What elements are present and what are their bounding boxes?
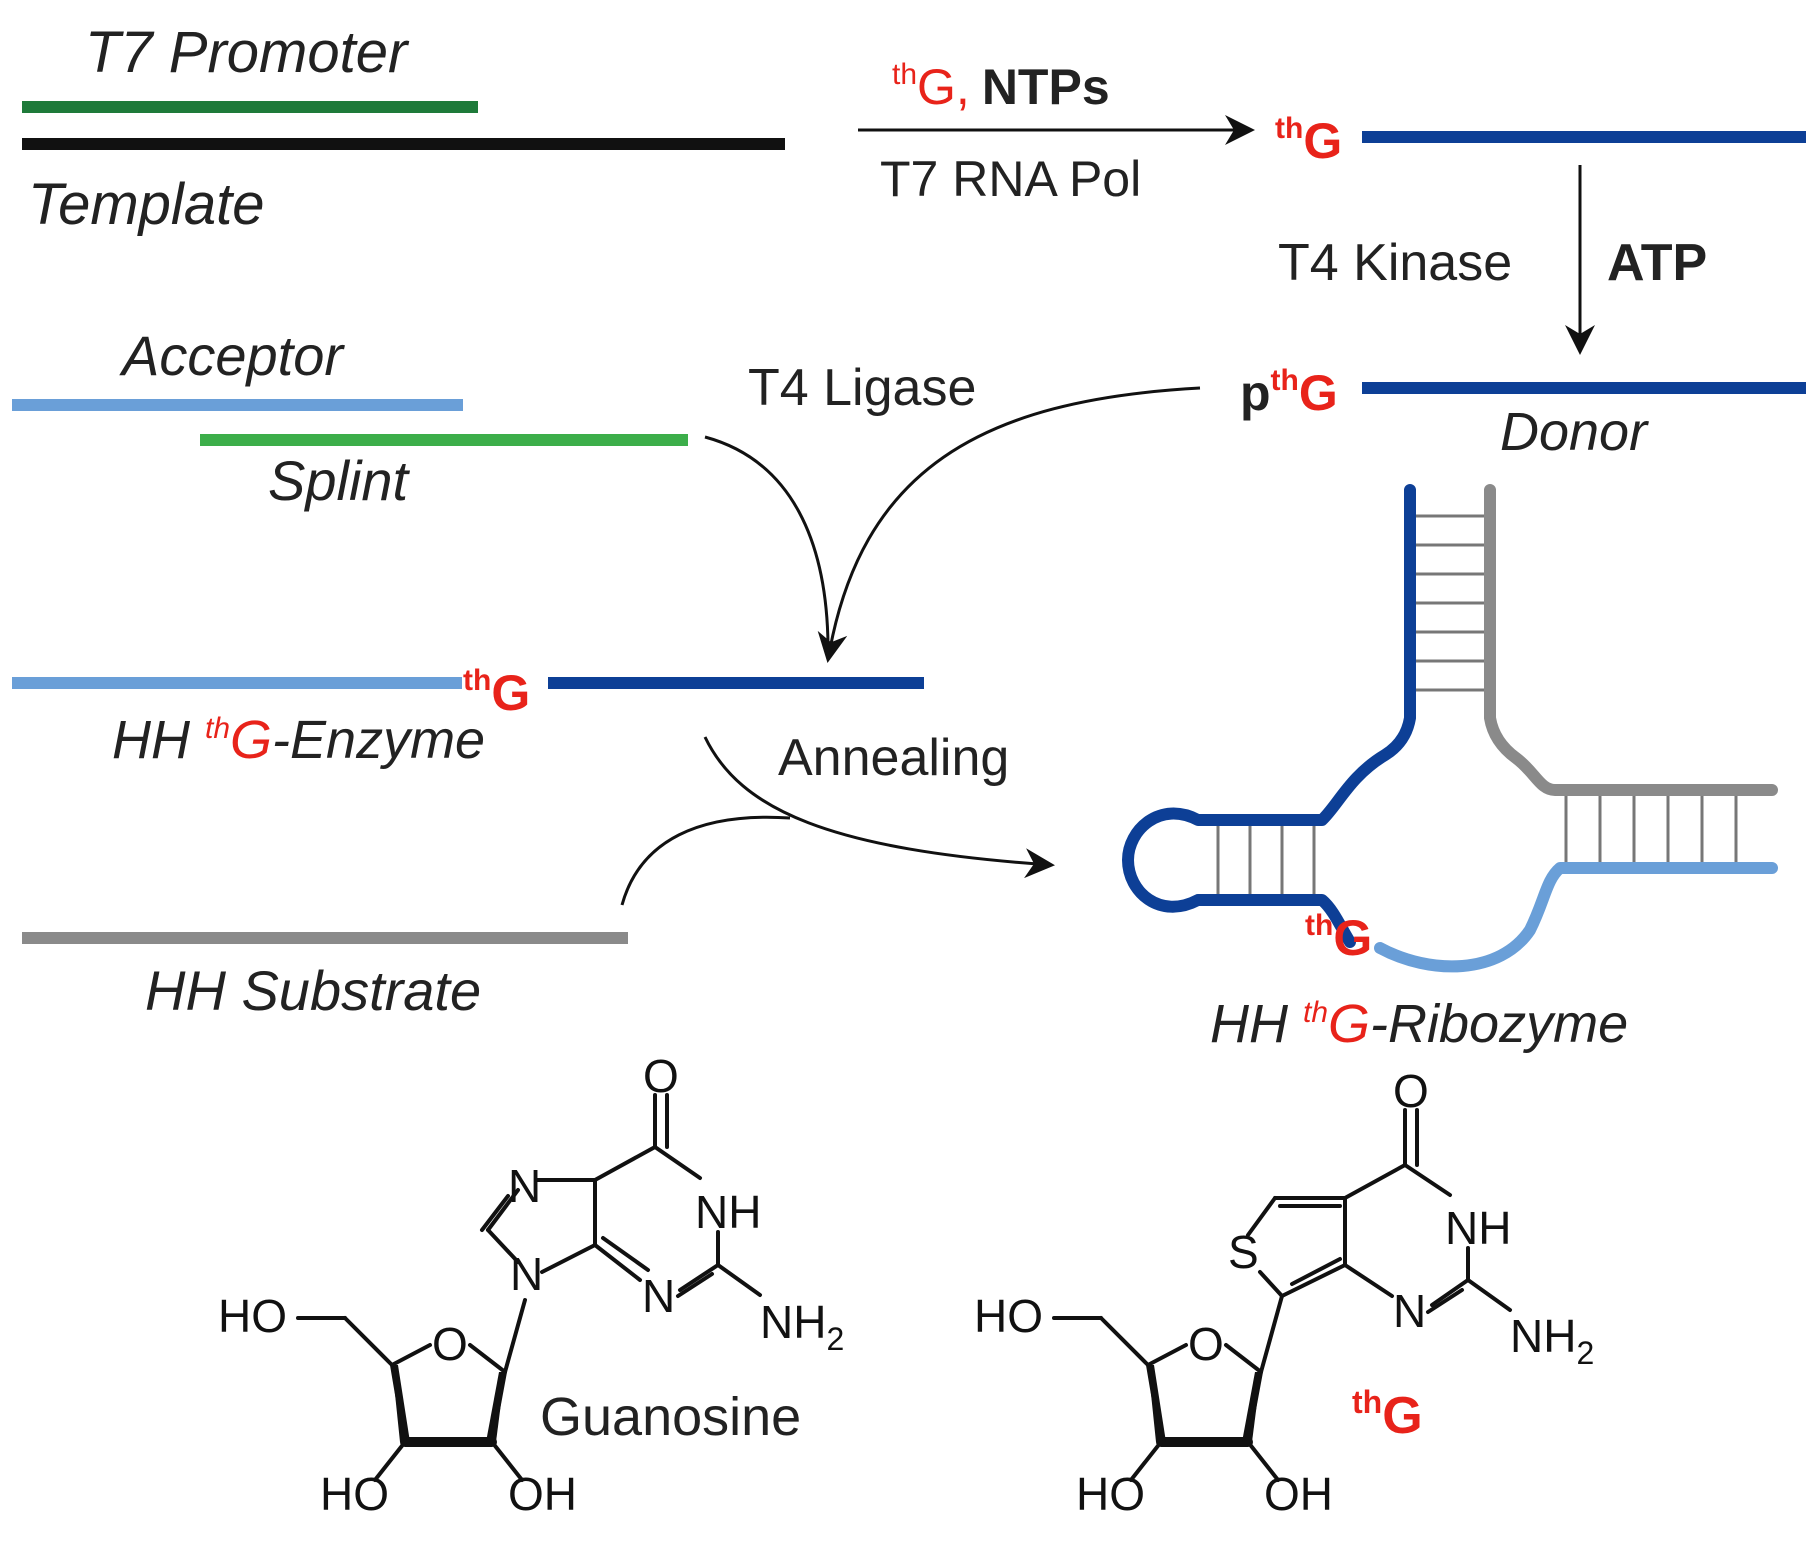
annealing-label: Annealing bbox=[778, 729, 1009, 787]
ligase-arrow bbox=[817, 386, 1201, 663]
guanosine-structure bbox=[296, 1093, 762, 1482]
thg-nh2: NH2 bbox=[1510, 1310, 1594, 1371]
ribozyme-enzyme-strand-light bbox=[1374, 862, 1778, 973]
splint-curve bbox=[704, 435, 830, 661]
ribozyme-substrate-strand bbox=[1484, 484, 1778, 796]
ribozyme-thg-site: thG bbox=[1305, 909, 1372, 966]
guanosine-ring-o: O bbox=[432, 1318, 468, 1370]
guanosine-atoms: O N NH N N NH2 HO O HO OH bbox=[218, 1050, 844, 1520]
thg-3-ho: HO bbox=[1076, 1468, 1145, 1520]
thg-structure bbox=[1052, 1108, 1512, 1482]
guanosine-n7: N bbox=[508, 1160, 541, 1212]
thg-o-carbonyl: O bbox=[1393, 1065, 1429, 1117]
guanosine-nh2: NH2 bbox=[760, 1296, 844, 1357]
ribozyme-enzyme-strand-dark bbox=[1122, 484, 1416, 948]
donor-label: Donor bbox=[1500, 402, 1649, 462]
guanosine-n9: N bbox=[510, 1248, 543, 1300]
splint-label: Splint bbox=[268, 449, 411, 512]
thg-n1h: NH bbox=[1445, 1202, 1511, 1254]
guanosine-2-oh: OH bbox=[508, 1468, 577, 1520]
guanosine-5-ho: HO bbox=[218, 1290, 287, 1342]
t7-rna-pol-label: T7 RNA Pol bbox=[880, 151, 1141, 207]
guanosine-n3: N bbox=[642, 1270, 675, 1322]
thg-ring-o: O bbox=[1188, 1318, 1224, 1370]
thg-name: thG bbox=[1352, 1384, 1423, 1445]
thg-atoms: O S NH N NH2 HO O HO OH bbox=[974, 1065, 1594, 1520]
hh-ribozyme-label: HH thG-Ribozyme bbox=[1210, 994, 1628, 1054]
acceptor-label: Acceptor bbox=[119, 324, 345, 387]
substrate-curve bbox=[620, 815, 791, 906]
annealing-arrow bbox=[703, 736, 1055, 879]
stem-top-base-pairs bbox=[1408, 514, 1492, 692]
thg-5-ho: HO bbox=[974, 1290, 1043, 1342]
t4-kinase-label: T4 Kinase bbox=[1278, 234, 1512, 292]
template-label: Template bbox=[28, 172, 264, 237]
atp-label: ATP bbox=[1607, 234, 1707, 292]
thg-sulfur: S bbox=[1228, 1226, 1259, 1278]
guanosine-n1h: NH bbox=[695, 1186, 761, 1238]
thg-n3: N bbox=[1393, 1285, 1426, 1337]
t4-ligase-label: T4 Ligase bbox=[748, 359, 976, 417]
guanosine-o-carbonyl: O bbox=[643, 1050, 679, 1102]
enzyme-junction-thg: thG bbox=[463, 664, 530, 721]
hh-ribozyme-structure bbox=[1122, 484, 1778, 973]
thg-2-oh: OH bbox=[1264, 1468, 1333, 1520]
stem-left-base-pairs bbox=[1216, 818, 1316, 902]
hh-enzyme-label: HH thG-Enzyme bbox=[112, 710, 485, 770]
transcription-reagents-label: thG,NTPs bbox=[892, 58, 1110, 115]
stem-right-base-pairs bbox=[1564, 788, 1738, 870]
guanosine-name: Guanosine bbox=[540, 1387, 801, 1447]
donor-pthg-label: pthG bbox=[1240, 364, 1338, 421]
transcript-thg-label: thG bbox=[1275, 112, 1342, 169]
guanosine-3-ho: HO bbox=[320, 1468, 389, 1520]
hh-substrate-label: HH Substrate bbox=[145, 959, 481, 1022]
t7-promoter-label: T7 Promoter bbox=[85, 20, 410, 85]
